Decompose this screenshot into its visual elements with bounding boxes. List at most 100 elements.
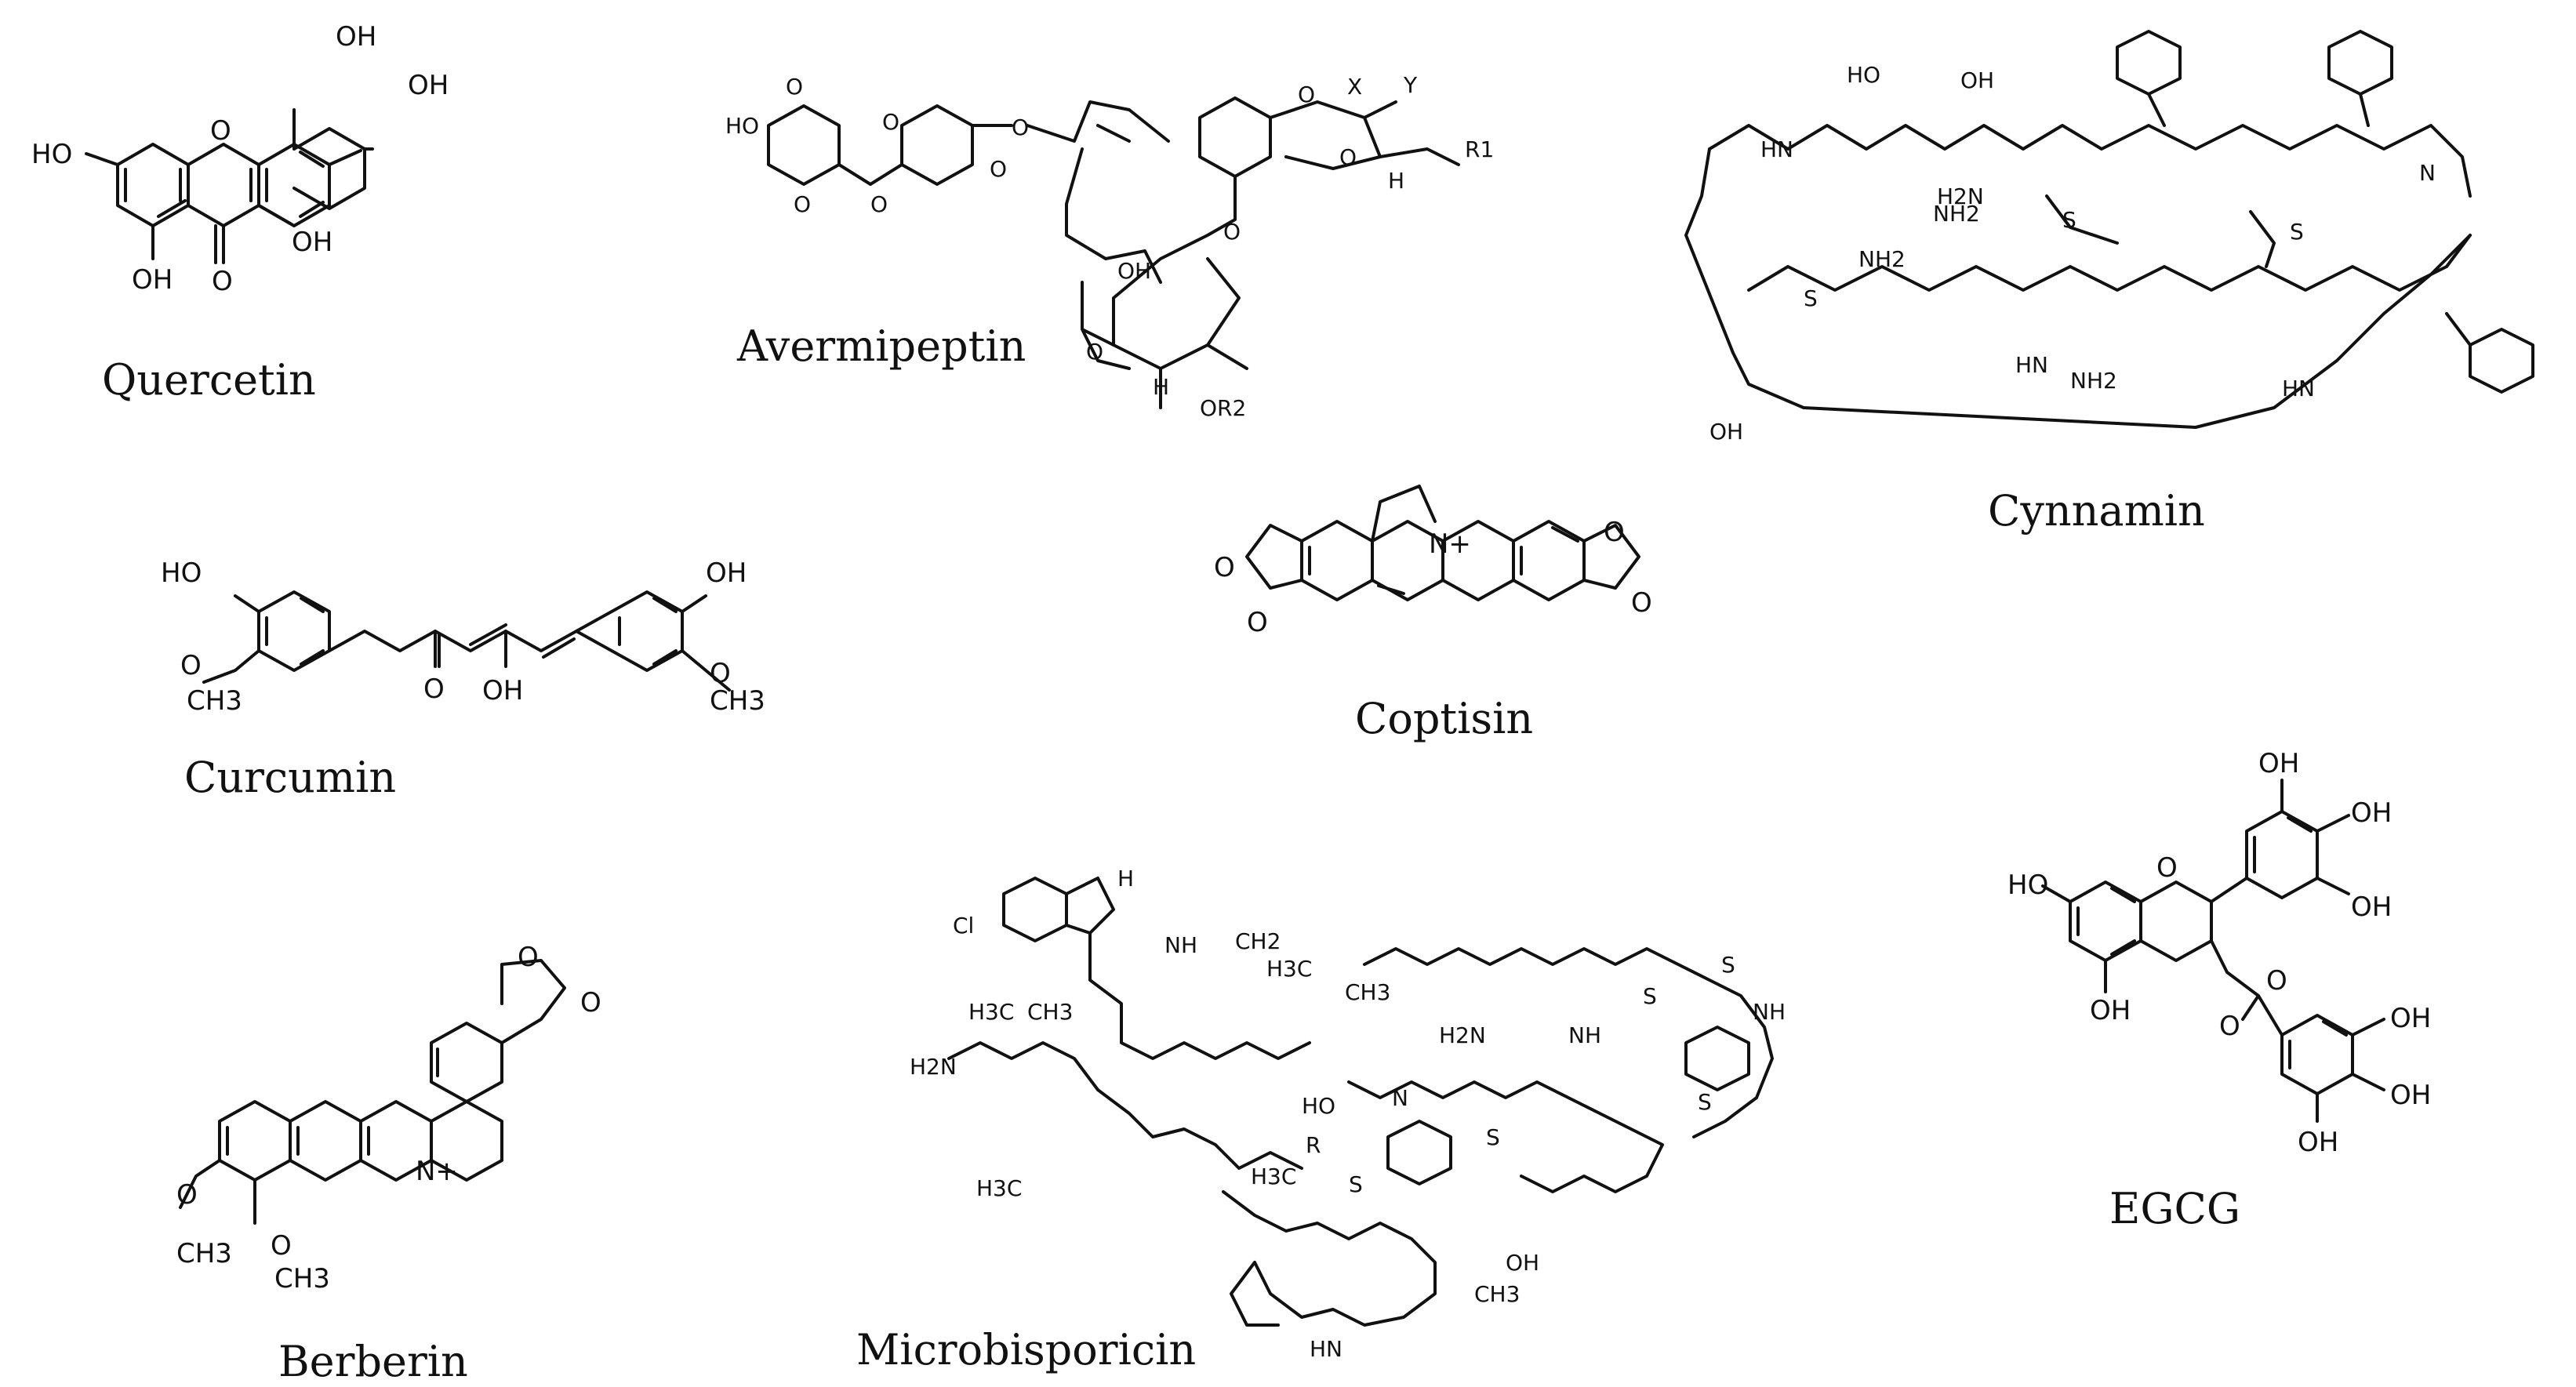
microbisporicin-nh-3: NH [1753,999,1786,1025]
microbisporicin-ch3-3: CH3 [1474,1281,1520,1307]
egcg-o-carbonyl: O [2219,1011,2240,1042]
cynnamin-nh2-guan: NH2 [2070,368,2117,394]
caption-quercetin: Quercetin [102,355,316,405]
avermipeptin-or2: OR2 [1200,395,1246,421]
avermipeptin-y: Y [1403,72,1418,98]
avermipeptin-o-ring-1: O [794,191,811,217]
avermipeptin-h-25: H [1388,168,1404,194]
coptisin-n-plus: N+ [1429,528,1471,560]
avermipeptin-ho: HO [725,113,759,139]
microbisporicin-nh-2: NH [1568,1022,1601,1048]
microbisporicin-oh: OH [1506,1250,1539,1276]
microbisporicin-h-indole: H [1117,866,1134,891]
coptisin-o-1: O [1214,552,1235,583]
berberin-ch3-2: CH3 [274,1263,330,1294]
avermipeptin-r1: R1 [1465,136,1494,162]
cynnamin-n-pro: N [2419,160,2436,186]
egcg-oh-3p: OH [2258,748,2299,779]
molecule-cynnamin: HO OH HN NH2 H2N S S S NH2 HN NH2 HN OH … [1684,30,2534,536]
berberin-o-4: O [580,987,601,1018]
microbisporicin-s-4: S [1721,952,1735,978]
microbisporicin-s-2: S [1486,1124,1500,1150]
avermipeptin-o-ring-3: O [1339,144,1357,170]
egcg-o-ring: O [2156,852,2178,884]
microbisporicin-h3c-2: H3C [968,999,1014,1025]
curcumin-oh-enol: OH [482,675,523,706]
avermipeptin-oh: OH [1117,258,1151,284]
cynnamin-hn-lys: HN [2282,376,2315,401]
molecule-berberin: N+ O CH3 O CH3 O O Berberin [176,942,601,1386]
avermipeptin-o-ring-2: O [990,156,1007,182]
cynnamin-oh: OH [1960,67,1994,93]
cynnamin-nh2-1: NH2 [1933,201,1980,227]
cynnamin-ho: HO [1847,62,1880,88]
microbisporicin-ch3-1: CH3 [1345,979,1390,1005]
berberin-ch3-1: CH3 [176,1238,232,1269]
microbisporicin-ch2: CH2 [1235,928,1281,954]
berberin-o-2: O [271,1230,292,1262]
avermipeptin-o-furan: O [1086,339,1103,365]
curcumin-oh: OH [706,557,747,589]
cynnamin-s-3: S [1804,285,1818,311]
microbisporicin-nh-4: HN [1310,1336,1342,1362]
molecule-microbisporicin: Cl H CH2 H3C CH3 H3C CH3 H2N H3C HO R N … [856,866,1786,1374]
avermipeptin-h: H [1153,374,1169,400]
quercetin-oh-4p: OH [408,70,449,101]
cynnamin-oh-acid: OH [1709,419,1743,445]
microbisporicin-s-3: S [1643,983,1657,1009]
cynnamin-s-2: S [2290,219,2304,245]
caption-avermipeptin: Avermipeptin [736,321,1026,371]
curcumin-o-methoxy-1: O [180,650,202,681]
egcg-o-ester: O [2266,965,2287,997]
avermipeptin-o-methoxy-1: O [786,74,803,100]
microbisporicin-ch3-2: CH3 [1027,999,1073,1025]
egcg-ho: HO [2007,870,2048,901]
coptisin-o-2: O [1247,607,1268,638]
avermipeptin-x: X [1347,74,1362,100]
quercetin-oh-3: OH [292,227,332,258]
berberin-o-1: O [176,1179,198,1211]
coptisin-o-4: O [1631,587,1652,619]
microbisporicin-r: R [1306,1132,1321,1158]
cynnamin-nh2-2: NH2 [1858,246,1906,272]
microbisporicin-h2n-2: H2N [1439,1022,1486,1048]
molecule-egcg: HO O OH OH OH OH O O OH OH OH EGCG [2007,748,2431,1233]
caption-berberin: Berberin [278,1337,468,1383]
curcumin-o-methoxy-2: O [710,658,731,689]
caption-cynnamin: Cynnamin [1988,486,2205,536]
avermipeptin-o-methoxy-2: O [882,109,899,135]
coptisin-o-3: O [1604,517,1625,548]
microbisporicin-h3c-3: H3C [976,1175,1022,1201]
molecule-quercetin: HO O OH O OH OH OH Quercetin [31,21,449,405]
curcumin-ch3-2: CH3 [710,685,765,717]
cynnamin-hn-1: HN [1760,136,1793,162]
curcumin-ho: HO [161,557,202,589]
microbisporicin-n-pro: N [1392,1085,1408,1111]
egcg-oh-galloyl-4: OH [2390,1080,2431,1111]
egcg-oh-4p: OH [2351,797,2392,829]
molecule-avermipeptin: HO O O O O O O O X Y O H R1 O OH O H OR2… [725,72,1494,421]
quercetin-o-4: O [212,266,233,297]
cynnamin-h2n: H2N [1937,183,1984,209]
microbisporicin-nh-1: NH [1164,932,1197,958]
berberin-n-plus: N+ [416,1156,458,1187]
egcg-oh-5: OH [2090,995,2131,1026]
avermipeptin-o-ester: O [1223,219,1241,245]
egcg-oh-galloyl-3: OH [2390,1003,2431,1034]
molecule-curcumin: HO O CH3 O OH OH O CH3 Curcumin [161,557,765,802]
caption-coptisin: Coptisin [1355,694,1533,743]
quercetin-ho-label: HO [31,139,72,170]
cynnamin-hn-guan: HN [2015,352,2048,378]
microbisporicin-h3c-4: H3C [1251,1164,1296,1189]
egcg-oh-galloyl-5: OH [2298,1127,2338,1158]
avermipeptin-o-link: O [870,191,888,217]
microbisporicin-s-5: S [1698,1089,1712,1115]
caption-microbisporicin: Microbisporicin [856,1325,1196,1374]
microbisporicin-h3c-1: H3C [1266,956,1312,982]
caption-curcumin: Curcumin [184,753,396,802]
quercetin-o-ring: O [210,115,231,147]
avermipeptin-o-13: O [1012,114,1029,140]
curcumin-o-keto: O [423,674,445,705]
